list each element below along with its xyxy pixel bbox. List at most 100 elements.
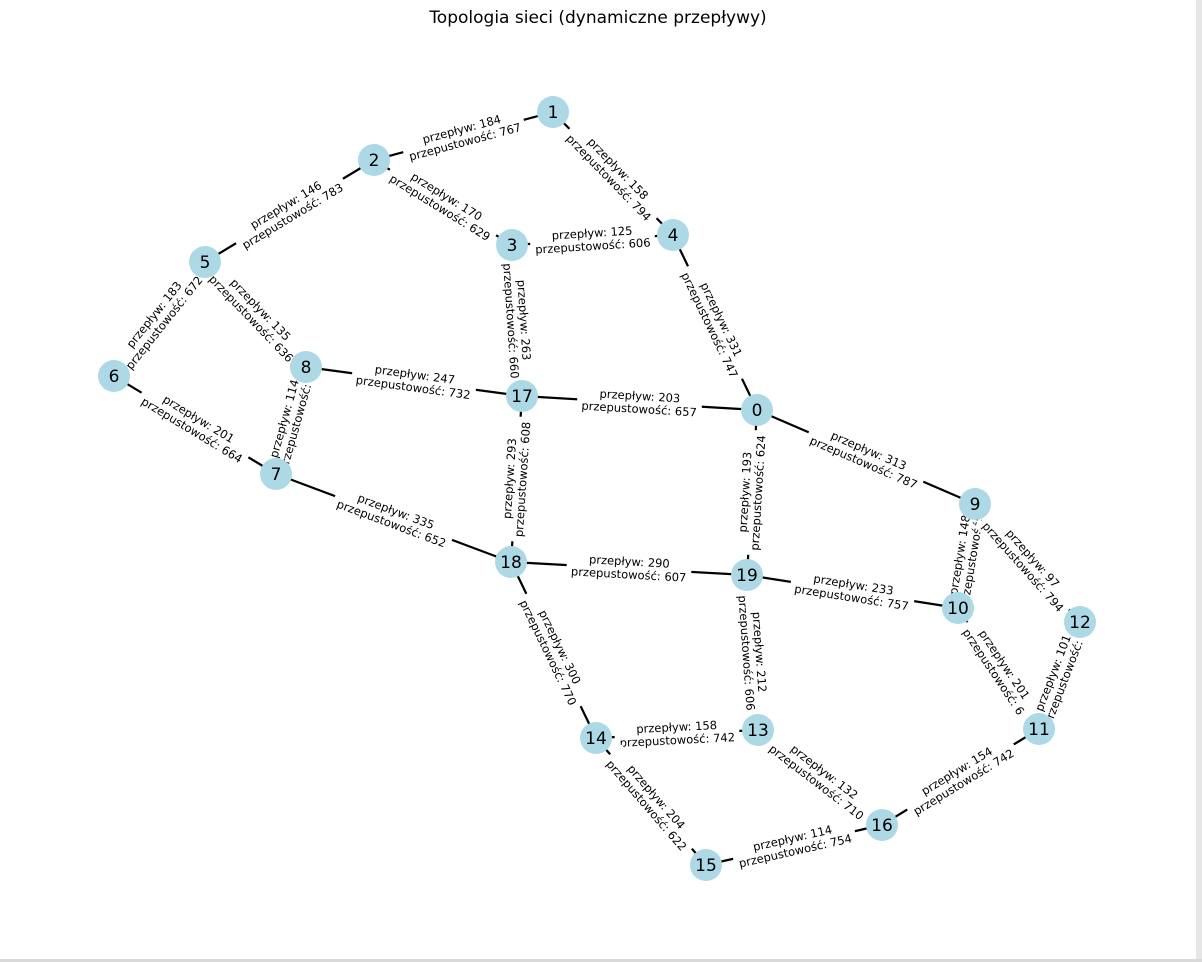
node-label: 16 [871,816,893,836]
edge-label-background [329,482,458,554]
edge-capacity-label: przepustowość: 657 [581,399,697,420]
edge-capacity-label: przepustowość: 636 [206,272,296,365]
edge-flow-label: przepływ: 203 [599,387,680,406]
edge-flow-label: przepływ: 290 [589,552,670,570]
node-label: 19 [736,566,758,586]
node-15: 15 [690,849,722,881]
node-label: 5 [200,253,211,273]
node-circle [290,351,322,383]
node-label: 0 [752,401,763,421]
node-circle [690,849,722,881]
edge-label-background [261,362,321,479]
edge-flow-label: przepływ: 158 [636,718,717,736]
edge-label-background [497,415,536,543]
edge-capacity-label: przepustowość: 607 [571,564,687,584]
node-16: 16 [866,809,898,841]
edge-label-background [733,589,772,716]
node-label: 6 [109,367,120,387]
node-circle [866,809,898,841]
edge-label-background [497,257,537,384]
node-12: 12 [1064,606,1096,638]
edge-capacity-label: przepustowość: 794 [563,131,654,223]
edge-label-background [1025,618,1094,733]
node-circle [495,546,527,578]
node-label: 2 [369,151,380,171]
node-14: 14 [580,722,612,754]
node-label: 10 [947,599,969,619]
edge-label-background [108,260,211,378]
node-label: 13 [747,721,769,741]
edge-label-background [954,613,1043,724]
window-bottom-border [0,959,1202,962]
edge-label-background [512,587,595,713]
diagram-title: Topologia sieci (dynamiczne przepływy) [429,8,767,28]
edge-label-background [761,727,879,828]
node-label: 9 [970,495,981,515]
node-9: 9 [959,488,991,520]
node-2: 2 [358,144,390,176]
node-circle [741,394,773,426]
node-label: 15 [695,856,717,876]
node-label: 8 [301,358,312,378]
edge-capacity-label: przepustowość: 710 [766,742,866,823]
node-label: 14 [585,729,607,749]
edge-label-background [974,506,1081,620]
node-7: 7 [260,458,292,490]
node-circle [98,360,130,392]
node-label: 11 [1028,720,1050,740]
edge-label-background [399,105,528,167]
node-circle [1023,713,1055,745]
edge-flow-label: przepływ: 125 [551,224,632,243]
node-8: 8 [290,351,322,383]
edge-label-background [558,118,668,229]
node-circle [358,144,390,176]
edge-capacity-label: przepustowość: 794 [979,519,1066,615]
node-5: 5 [189,246,221,278]
node-10: 10 [942,592,974,624]
edge-label-background [899,731,1022,823]
edge-capacity-label: przepustowość: 624 [748,435,769,551]
node-circle [260,458,292,490]
edge-capacity-label: przepustowość: 742 [619,730,735,750]
node-label: 3 [507,236,518,256]
edge-label-background [788,567,917,616]
node-circle [580,722,612,754]
edge-label-background [674,259,756,386]
node-circle [742,714,774,746]
edge-flow-label: przepływ: 263 [514,279,533,361]
edge-label-background [598,744,704,859]
node-11: 11 [1023,713,1055,745]
edge-flow-label: przepływ: 193 [736,451,755,532]
node-circle [959,488,991,520]
edge-flow-label: przepływ: 293 [500,438,519,520]
node-label: 4 [668,226,679,246]
node-label: 1 [548,103,559,123]
edge-label-background [133,379,257,471]
edge-flow-label: przepływ: 212 [750,611,770,693]
node-circle [189,246,221,278]
node-label: 17 [511,387,533,407]
